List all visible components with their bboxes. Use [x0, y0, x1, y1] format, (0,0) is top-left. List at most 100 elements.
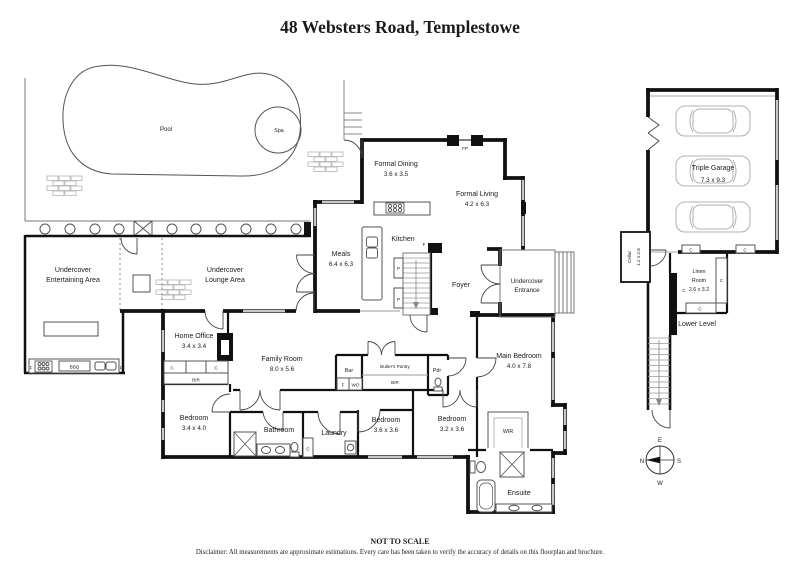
bar-fixtures: [336, 377, 363, 391]
car-icon: [675, 105, 751, 137]
kitchen-fixtures: [361, 201, 431, 301]
label-bbq: BBQ: [70, 365, 80, 370]
door-swings: [120, 116, 671, 435]
dims-meals: 6.4 x 6.3: [329, 261, 354, 268]
stairs-kitchen: [393, 252, 431, 316]
label-kitchen: Kitchen: [391, 236, 414, 243]
marker-c: C: [170, 366, 174, 371]
marker-c: C: [682, 288, 686, 293]
label-butlers-pantry: Butler's Pantry: [380, 364, 410, 369]
garage-structure: [646, 88, 779, 254]
undercover-dotted-dividers: [119, 238, 163, 310]
car-icon: [675, 201, 751, 233]
label-garage: Triple Garage: [692, 165, 735, 172]
wall-stubs: [426, 202, 526, 317]
outdoor-sink-icon: [94, 361, 117, 371]
marker-bir: BIR: [192, 378, 200, 383]
dims-bedroom3: 3.2 x 3.6: [440, 426, 465, 433]
label-linen: Room: [692, 278, 707, 284]
kitchen-bench: [373, 201, 431, 216]
marker-c: C: [720, 278, 724, 283]
label-formal-dining: Formal Dining: [374, 161, 418, 168]
bbq-unit: [58, 360, 91, 372]
dims-bedroom2: 3.6 x 3.6: [374, 427, 399, 434]
toilet-icon: [289, 451, 300, 458]
label-wir: WIR: [503, 429, 513, 435]
paving-brick-patch: [46, 175, 83, 196]
marker-c: C: [214, 366, 218, 371]
compass-needle: [646, 456, 660, 464]
outdoor-bench: [43, 321, 99, 337]
marker-c: C: [698, 307, 702, 312]
label-foyer: Foyer: [452, 282, 471, 289]
label-entertaining: Entertaining Area: [46, 277, 100, 284]
toilet-icon: [476, 461, 486, 473]
paving-brick-patch: [307, 151, 344, 172]
toilet-icon: [290, 442, 299, 452]
marker-f: F: [30, 366, 33, 371]
page-title: 48 Websters Road, Templestowe: [280, 17, 520, 37]
linen-thick-wall: [669, 273, 677, 335]
paving-brick-patch: [155, 279, 192, 300]
undercover-areas: [23, 234, 310, 375]
toilet-icon: [433, 386, 443, 392]
label-bedroom1: Bedroom: [180, 415, 209, 422]
label-entrance: Undercover: [511, 278, 544, 285]
label-entertaining: Undercover: [55, 267, 92, 274]
label-pdr: Pdr: [433, 368, 441, 374]
label-linen: Linen: [693, 269, 706, 275]
dims-formal-dining: 3.6 x 3.5: [384, 171, 409, 178]
label-formal-living: Formal Living: [456, 191, 498, 198]
compass-south: S: [677, 459, 681, 465]
bbq-grill-icon: [34, 360, 53, 373]
bathroom-fixtures: [233, 431, 314, 458]
garage-cupboard: [735, 244, 756, 254]
label-pool: Pool: [160, 127, 172, 133]
powder-room-fixtures: [433, 377, 443, 392]
dims-garage: 7.3 x 9.3: [701, 177, 726, 184]
vanity: [495, 503, 553, 513]
footer-scale-note: NOT TO SCALE: [370, 537, 429, 546]
garage-cupboard: [681, 244, 701, 254]
marker-bir: BIR: [391, 380, 399, 385]
marker-c: C: [689, 248, 693, 253]
fireplace-family: [217, 333, 233, 361]
footer-disclaimer: Disclaimer: All measurements are approxi…: [196, 549, 605, 556]
pool-area: [24, 64, 344, 300]
label-bedroom3: Bedroom: [438, 416, 467, 423]
windows: [161, 180, 567, 505]
spa-outline: [254, 106, 302, 154]
undercover-walls: [23, 234, 310, 375]
label-lounge: Undercover: [207, 267, 244, 274]
label-lounge: Lounge Area: [205, 277, 245, 284]
label-ensuite: Ensuite: [507, 490, 530, 497]
marker-c: C: [743, 248, 747, 253]
dims-home-office: 3.4 x 3.4: [182, 343, 207, 350]
compass-east: E: [658, 438, 662, 444]
hall-cupboard: [302, 437, 314, 458]
label-meals: Meals: [332, 251, 351, 258]
wir-robe: [487, 411, 529, 448]
dims-family-room: 8.0 x 5.6: [270, 366, 295, 373]
dims-linen: 2.6 x 3.2: [689, 287, 709, 293]
label-main-bedroom: Main Bedroom: [496, 353, 542, 360]
compass-west: W: [657, 481, 663, 487]
boundary-fence: [24, 78, 310, 222]
pool-outline: [62, 64, 302, 177]
island-bench: [361, 226, 383, 301]
label-bedroom2: Bedroom: [372, 417, 401, 424]
cellar-room: [620, 231, 651, 283]
marker-wo: WO: [352, 383, 360, 388]
compass-north: N: [640, 459, 644, 465]
laundry-fixtures: [344, 440, 357, 455]
marker-fp: FP: [462, 146, 468, 151]
undercover-entrance-porch: [499, 249, 575, 318]
washer-icon: [344, 440, 357, 455]
verandah-end-post: [304, 222, 311, 237]
marker-f: F: [120, 366, 123, 371]
verandah-column: [132, 274, 151, 293]
cooktop-icon: [385, 202, 405, 214]
compass-rose: E S W N: [640, 438, 681, 487]
